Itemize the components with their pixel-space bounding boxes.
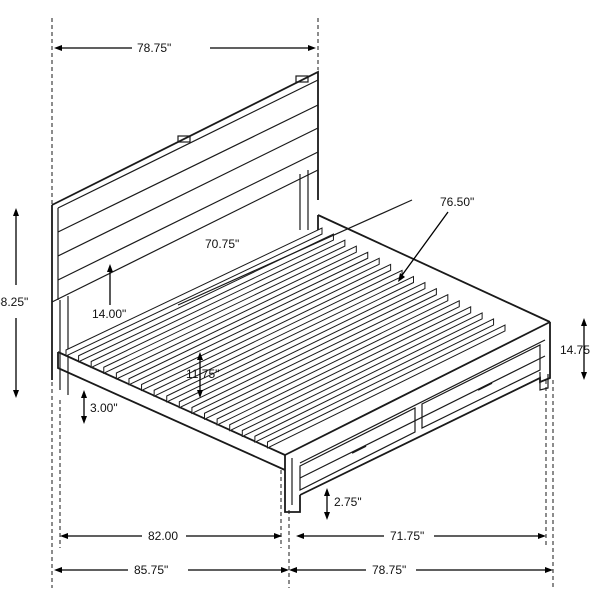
slat [90, 239, 346, 369]
slats [65, 227, 506, 449]
label-overall-length: 85.75" [134, 563, 168, 577]
slat [65, 227, 323, 357]
label-leg-height: 3.00" [90, 401, 118, 415]
slat [115, 251, 369, 380]
label-clearance-height: 14.00" [92, 307, 126, 321]
slat [254, 318, 495, 444]
label-overall-width: 78.75" [372, 563, 406, 577]
slat [229, 306, 472, 432]
slat [166, 275, 414, 403]
label-headboard-width: 78.75" [137, 41, 171, 55]
dimension-arrows [13, 45, 587, 573]
label-under-drawer: 2.75" [334, 495, 362, 509]
label-rail-height: 11.75" [186, 367, 219, 381]
slat [216, 299, 460, 426]
slat [103, 245, 357, 375]
slat [241, 312, 483, 438]
slat [128, 257, 380, 386]
slat [78, 233, 334, 363]
slat [266, 324, 506, 449]
label-inner-width: 70.75" [205, 237, 239, 251]
dimension-labels: 78.75" 58.25" 70.75" 76.50" 14.00" 11.75… [0, 41, 590, 577]
label-inner-length: 76.50" [440, 195, 474, 209]
slat [141, 263, 392, 392]
slat [204, 293, 449, 421]
headboard [51, 70, 319, 395]
label-footboard-height: 14.75 [560, 343, 590, 357]
center-rail [177, 199, 413, 306]
drawer-left [299, 407, 416, 491]
bed-frame [57, 214, 551, 513]
extension-lines [51, 18, 554, 588]
label-overall-height: 58.25" [0, 295, 28, 309]
slat [178, 281, 426, 409]
drawer-right [421, 344, 541, 429]
slat [191, 287, 437, 415]
label-front-width: 71.75" [390, 529, 424, 543]
label-side-length: 82.00 [148, 529, 178, 543]
